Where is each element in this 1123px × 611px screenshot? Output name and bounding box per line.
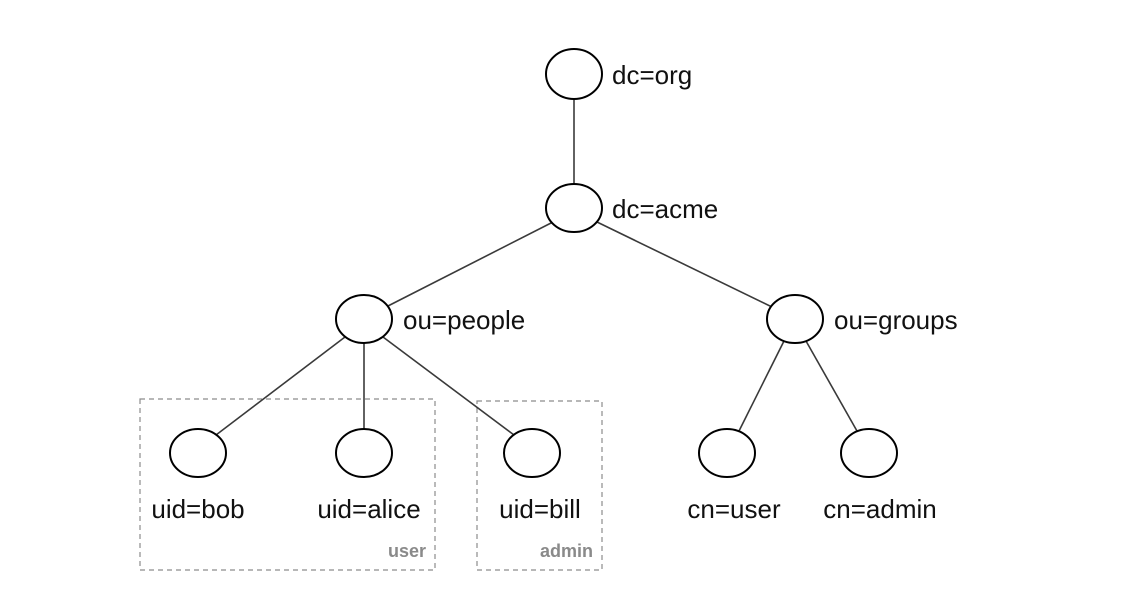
node-ou-groups [766,294,824,344]
label-dc-acme: dc=acme [612,194,718,224]
edge-groups-admin [805,340,858,432]
label-ou-people: ou=people [403,305,525,335]
node-cn-admin [840,428,898,478]
node-uid-bob [169,428,227,478]
group-label-user: user [388,541,426,561]
label-cn-user: cn=user [687,494,781,524]
group-box-user [139,398,436,571]
label-cn-admin: cn=admin [823,494,936,524]
edge-groups-user [738,340,785,432]
label-uid-bill: uid=bill [499,494,581,524]
label-ou-groups: ou=groups [834,305,958,335]
label-uid-alice: uid=alice [317,494,420,524]
label-uid-bob: uid=bob [151,494,244,524]
node-uid-alice [335,428,393,478]
group-box-admin [476,400,603,571]
edge-people-bob [215,336,346,436]
node-dc-acme [545,183,603,233]
edge-acme-groups [596,221,773,308]
label-dc-org: dc=org [612,60,692,90]
edge-acme-people [385,221,554,308]
node-dc-org [545,48,603,100]
group-label-admin: admin [540,541,593,561]
node-uid-bill [503,428,561,478]
node-cn-user [698,428,756,478]
edge-people-bill [382,336,515,436]
node-ou-people [335,294,393,344]
